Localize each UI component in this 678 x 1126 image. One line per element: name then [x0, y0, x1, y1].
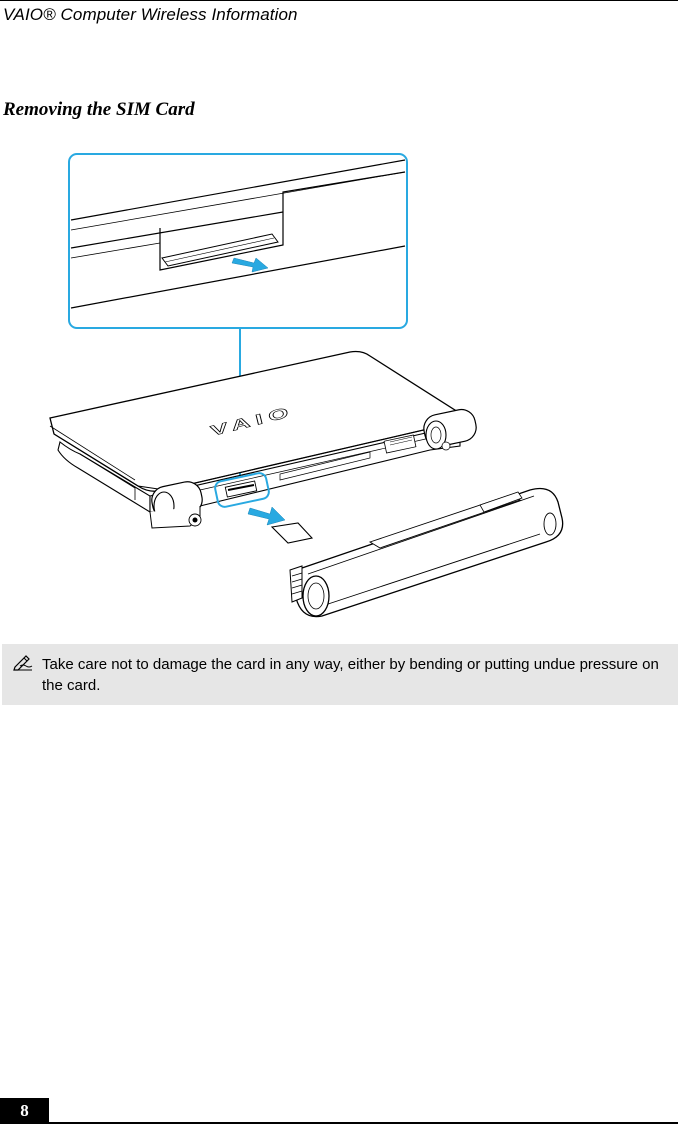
- note-text: Take care not to damage the card in any …: [42, 656, 659, 694]
- zoom-inset: [68, 153, 408, 329]
- section-title: Removing the SIM Card: [3, 99, 195, 120]
- footer-rule: [0, 1122, 678, 1124]
- running-head: VAIO® Computer Wireless Information: [3, 5, 298, 24]
- sim-card: [270, 522, 314, 544]
- sim-slot-highlight: [214, 472, 270, 508]
- pencil-note-icon: [13, 655, 33, 671]
- sim-card-removal-illustration: VAIO: [49, 153, 564, 618]
- page-number: 8: [0, 1098, 49, 1124]
- battery-pack-illustration: [289, 487, 564, 618]
- removal-arrow-icon: [247, 506, 286, 526]
- inset-arrow-icon: [231, 257, 269, 273]
- header-rule: [0, 0, 678, 1]
- laptop-illustration: VAIO: [49, 350, 477, 529]
- note-box: Take care not to damage the card in any …: [2, 644, 678, 705]
